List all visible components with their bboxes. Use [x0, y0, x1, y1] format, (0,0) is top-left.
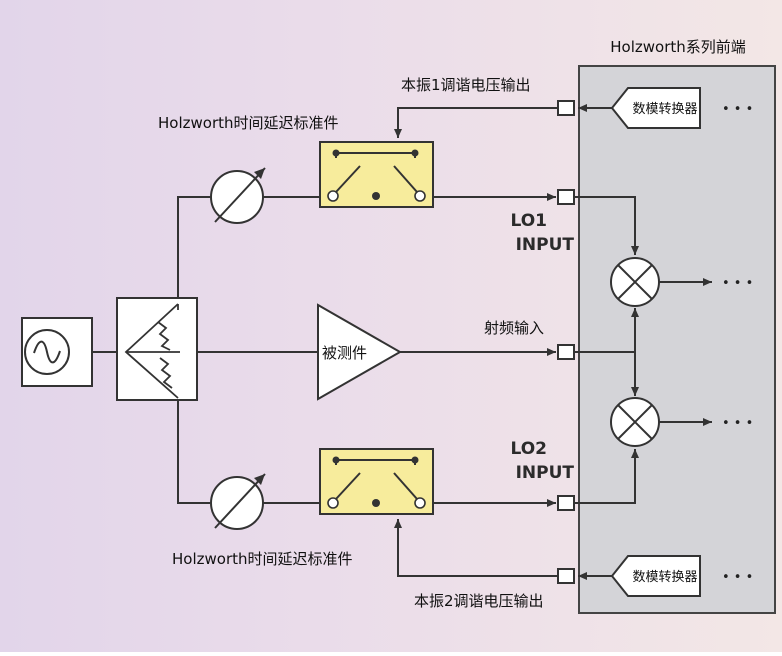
- lo1-tune-output-label: 本振1调谐电压输出: [401, 76, 531, 94]
- power-splitter: [116, 297, 198, 401]
- dac-bottom: 数模转换器: [610, 555, 701, 597]
- dac-bottom-label: 数模转换器: [632, 570, 697, 585]
- dut-label: 被测件: [322, 344, 367, 362]
- phase-shifter-bottom: [210, 473, 266, 530]
- port-rf-input: [557, 344, 575, 360]
- delay-standard-top-label: Holzworth时间延迟标准件: [158, 114, 339, 132]
- continuation-dac-top: • • •: [722, 102, 753, 117]
- lo1-input-label-line2: INPUT: [516, 235, 575, 255]
- dac-top-label: 数模转换器: [632, 102, 697, 117]
- lo2-input-label-line1: LO2: [510, 439, 547, 459]
- delay-standard-top: [319, 141, 434, 208]
- lo2-input-label-line2: INPUT: [516, 463, 575, 483]
- lo1-input-label-line1: LO1: [510, 211, 547, 231]
- signal-source: [21, 317, 93, 387]
- frontend-panel: [578, 65, 776, 614]
- continuation-dac-bottom: • • •: [722, 570, 753, 585]
- mixer-bottom: [610, 397, 660, 447]
- delay-standard-bottom: [319, 448, 434, 515]
- port-lo2-tune: [557, 568, 575, 584]
- frontend-title: Holzworth系列前端: [610, 38, 746, 56]
- continuation-mixer-bottom: • • •: [722, 416, 753, 431]
- dut-amplifier: 被测件: [317, 303, 403, 401]
- port-lo2-input: [557, 495, 575, 511]
- rf-input-label: 射频输入: [484, 319, 544, 337]
- phase-shifter-top: [210, 167, 266, 224]
- lo2-tune-output-label: 本振2调谐电压输出: [414, 592, 544, 610]
- port-lo1-tune: [557, 100, 575, 116]
- dac-top: 数模转换器: [610, 87, 701, 129]
- delay-standard-bottom-label: Holzworth时间延迟标准件: [172, 550, 353, 568]
- mixer-top: [610, 257, 660, 307]
- continuation-mixer-top: • • •: [722, 276, 753, 291]
- port-lo1-input: [557, 189, 575, 205]
